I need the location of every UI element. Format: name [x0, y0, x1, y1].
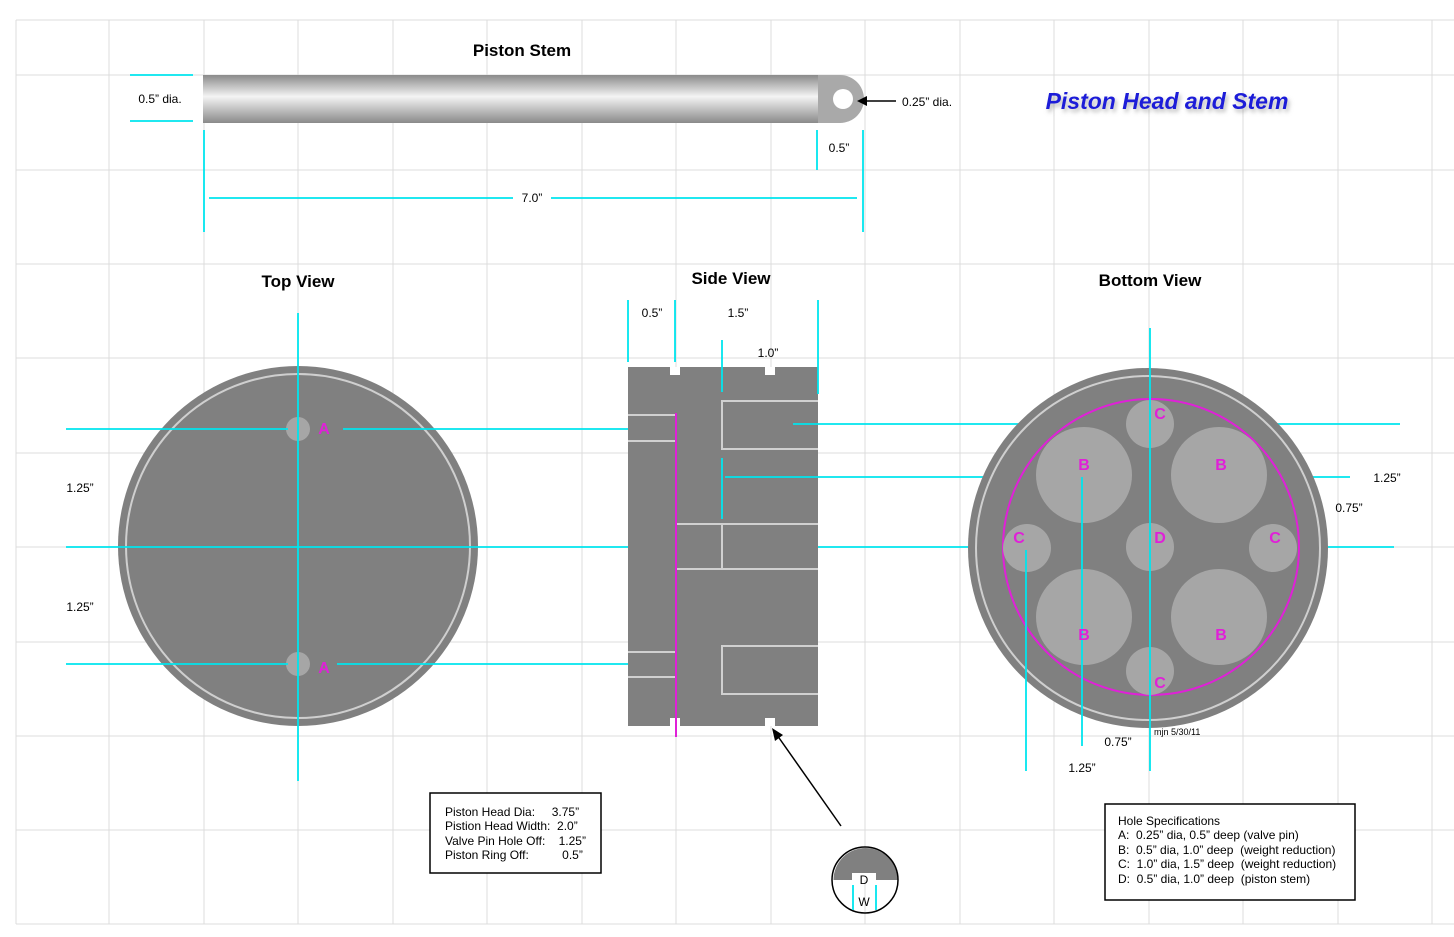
- groove-detail: D W: [831, 846, 899, 914]
- hole-c-top: C: [1154, 406, 1166, 423]
- hole-c-left: C: [1013, 530, 1025, 547]
- piston-stem-drawing: Piston Stem 0.5” dia. 0.25” dia. 0.5” 7.…: [130, 41, 952, 232]
- author-mark: mjn 5/30/11: [1154, 727, 1200, 737]
- drawing-title: Piston Head and Stem: [1046, 88, 1289, 114]
- bottom-view-ring-circle: [1002, 398, 1300, 696]
- hole-b-lower-left: B: [1078, 627, 1090, 644]
- bottom-view-drawing: Bottom View C B B C D C B B C: [968, 271, 1401, 775]
- top-view-hole-a-lower-label: A: [318, 660, 330, 677]
- detail-w-label: W: [858, 895, 870, 909]
- bottom-dim-right-b: 0.75”: [1335, 501, 1362, 515]
- side-view-drawing: Side View 0.5” 1.5” 1.0”: [627, 269, 1400, 914]
- spec-line-1: Piston Head Dia: 3.75”: [445, 805, 579, 819]
- hole-c-bottom: C: [1154, 675, 1166, 692]
- side-view-title: Side View: [691, 269, 771, 288]
- detail-d-label: D: [860, 873, 869, 887]
- top-view-offset-upper: 1.25”: [66, 481, 93, 495]
- stem-rod: [203, 75, 820, 123]
- top-view-title: Top View: [261, 272, 335, 291]
- top-view-offset-lower: 1.25”: [66, 600, 93, 614]
- side-dim-c: 1.0”: [758, 346, 779, 360]
- bottom-dim-bottom-b: 1.25”: [1068, 761, 1095, 775]
- spec-line-2: Pistion Head Width: 2.0”: [445, 819, 578, 833]
- spec-line-4: Piston Ring Off: 0.5”: [445, 848, 583, 862]
- top-view-hole-a-upper-label: A: [318, 421, 330, 438]
- side-dim-a: 0.5”: [642, 306, 663, 320]
- bottom-view-title: Bottom View: [1099, 271, 1202, 290]
- hole-spec-line-a: A: 0.25” dia, 0.5” deep (valve pin): [1118, 828, 1299, 842]
- hole-b-lower-right: B: [1215, 627, 1227, 644]
- hole-spec-box: Hole Specifications A: 0.25” dia, 0.5” d…: [1104, 803, 1356, 901]
- stem-length-label: 7.0”: [522, 191, 543, 205]
- hole-d-center: D: [1154, 530, 1166, 547]
- hole-spec-line-d: D: 0.5” dia, 1.0” deep (piston stem): [1118, 872, 1310, 886]
- stem-hole-label: 0.25” dia.: [902, 95, 952, 109]
- bottom-dim-bottom-a: 0.75”: [1104, 735, 1131, 749]
- head-spec-box: Piston Head Dia: 3.75” Pistion Head Widt…: [429, 792, 602, 874]
- hole-c-right: C: [1269, 530, 1281, 547]
- hole-spec-title: Hole Specifications: [1118, 814, 1220, 828]
- stem-pin-hole: [833, 89, 853, 109]
- bottom-dim-right-a: 1.25”: [1373, 471, 1400, 485]
- spec-line-3: Valve Pin Hole Off: 1.25”: [445, 834, 586, 848]
- stem-end-label: 0.5”: [829, 141, 850, 155]
- top-view-drawing: Top View A A 1.25” 1.25”: [66, 272, 658, 781]
- side-dim-b: 1.5”: [728, 306, 749, 320]
- hole-spec-line-b: B: 0.5” dia, 1.0” deep (weight reduction…: [1118, 843, 1335, 857]
- stem-title: Piston Stem: [473, 41, 571, 60]
- hole-b-upper-right: B: [1215, 457, 1227, 474]
- hole-b-upper-left: B: [1078, 457, 1090, 474]
- hole-spec-line-c: C: 1.0” dia, 1.5” deep (weight reduction…: [1118, 857, 1336, 871]
- stem-dia-label: 0.5” dia.: [138, 92, 181, 106]
